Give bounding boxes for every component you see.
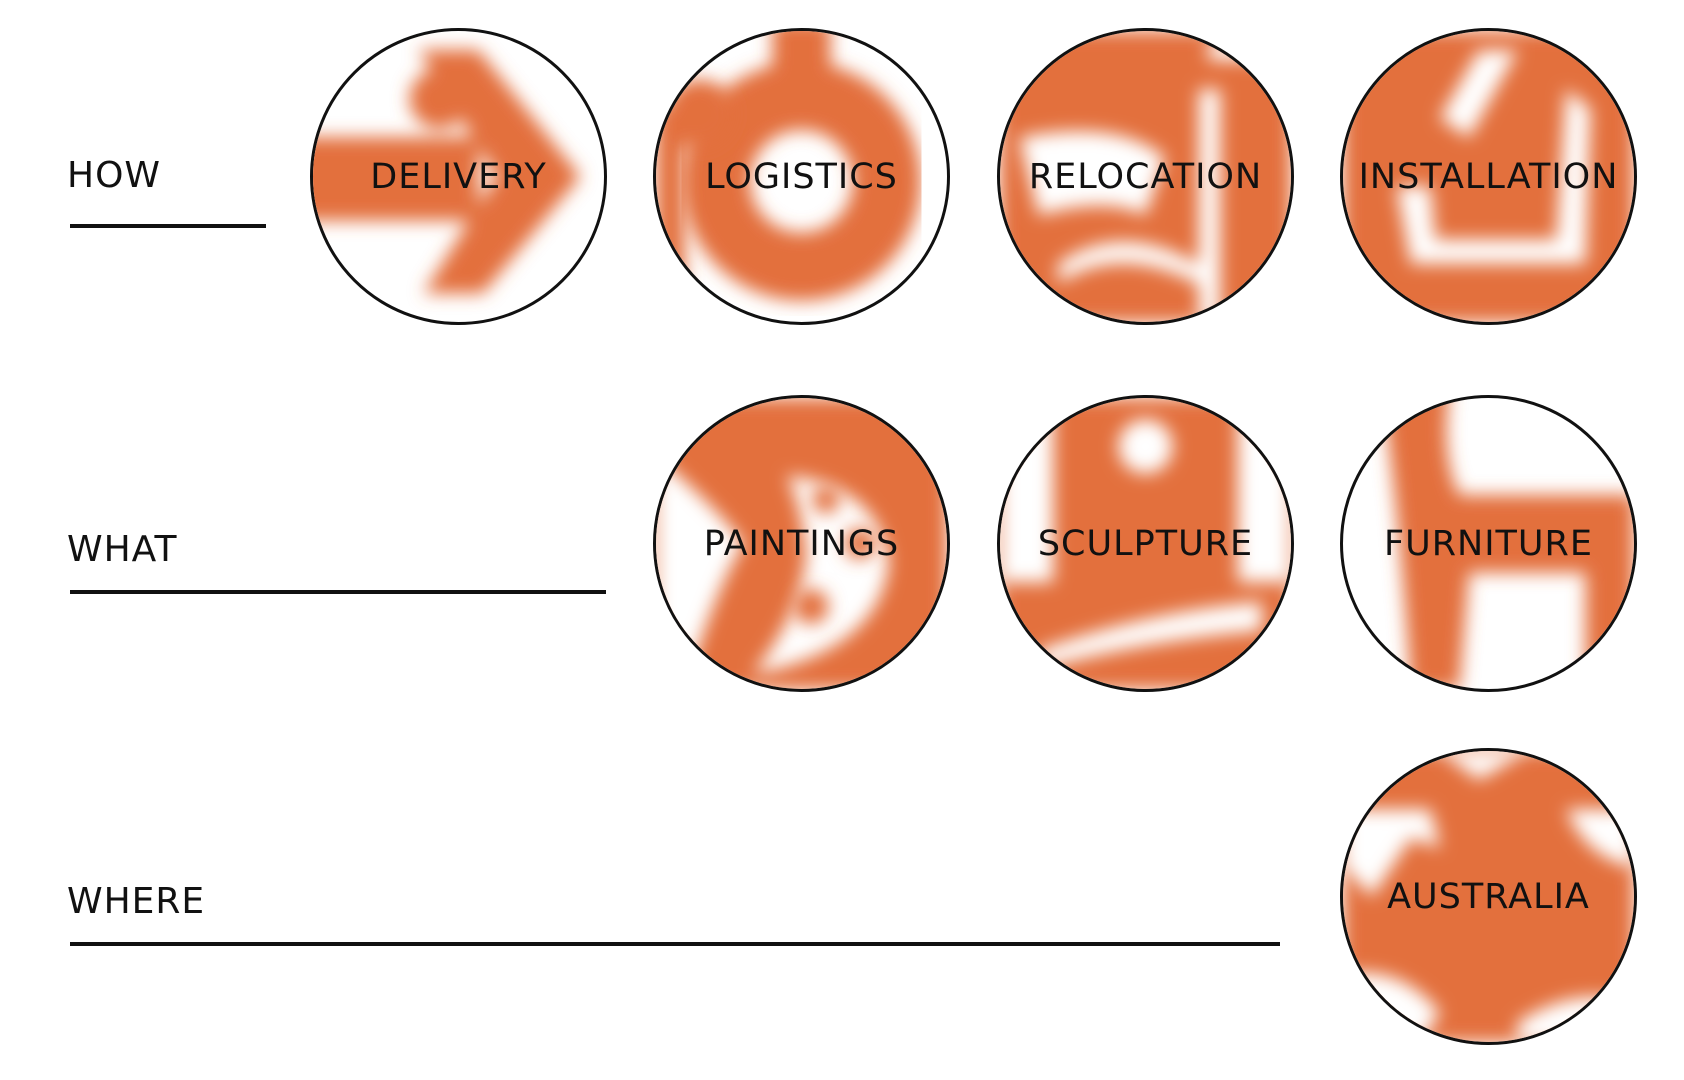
circle-delivery: DELIVERY [310, 28, 607, 325]
circle-furniture: FURNITURE [1340, 395, 1637, 692]
australia-map-icon [1343, 751, 1634, 1042]
circle-relocation: RELOCATION [997, 28, 1294, 325]
circle-installation: INSTALLATION [1340, 28, 1637, 325]
row-rule-what [70, 590, 606, 594]
truck-icon [1000, 31, 1291, 322]
circle-label-paintings: PAINTINGS [703, 523, 900, 564]
circle-paintings: PAINTINGS [653, 395, 950, 692]
row-label-where: WHERE [67, 881, 206, 922]
palette-icon [656, 398, 947, 689]
row-rule-how [70, 224, 266, 228]
circle-label-australia: AUSTRALIA [1387, 876, 1590, 917]
row-label-how: HOW [67, 155, 162, 196]
circle-australia: AUSTRALIA [1340, 748, 1637, 1045]
arrow-icon [313, 49, 581, 294]
row-label-what: WHAT [67, 529, 178, 570]
circle-sculpture: SCULPTURE [997, 395, 1294, 692]
circle-label-sculpture: SCULPTURE [1037, 523, 1254, 564]
circle-logistics: LOGISTICS [653, 28, 950, 325]
circle-label-relocation: RELOCATION [1028, 156, 1263, 197]
circle-label-installation: INSTALLATION [1358, 156, 1619, 197]
circle-label-delivery: DELIVERY [370, 156, 547, 197]
circle-label-furniture: FURNITURE [1383, 523, 1593, 564]
circle-label-logistics: LOGISTICS [705, 156, 898, 197]
chair-icon [1383, 398, 1634, 689]
check-icon [1343, 31, 1634, 322]
cycle-icon [656, 31, 921, 322]
sculpture-icon [1000, 398, 1291, 689]
row-rule-where [70, 942, 1280, 946]
